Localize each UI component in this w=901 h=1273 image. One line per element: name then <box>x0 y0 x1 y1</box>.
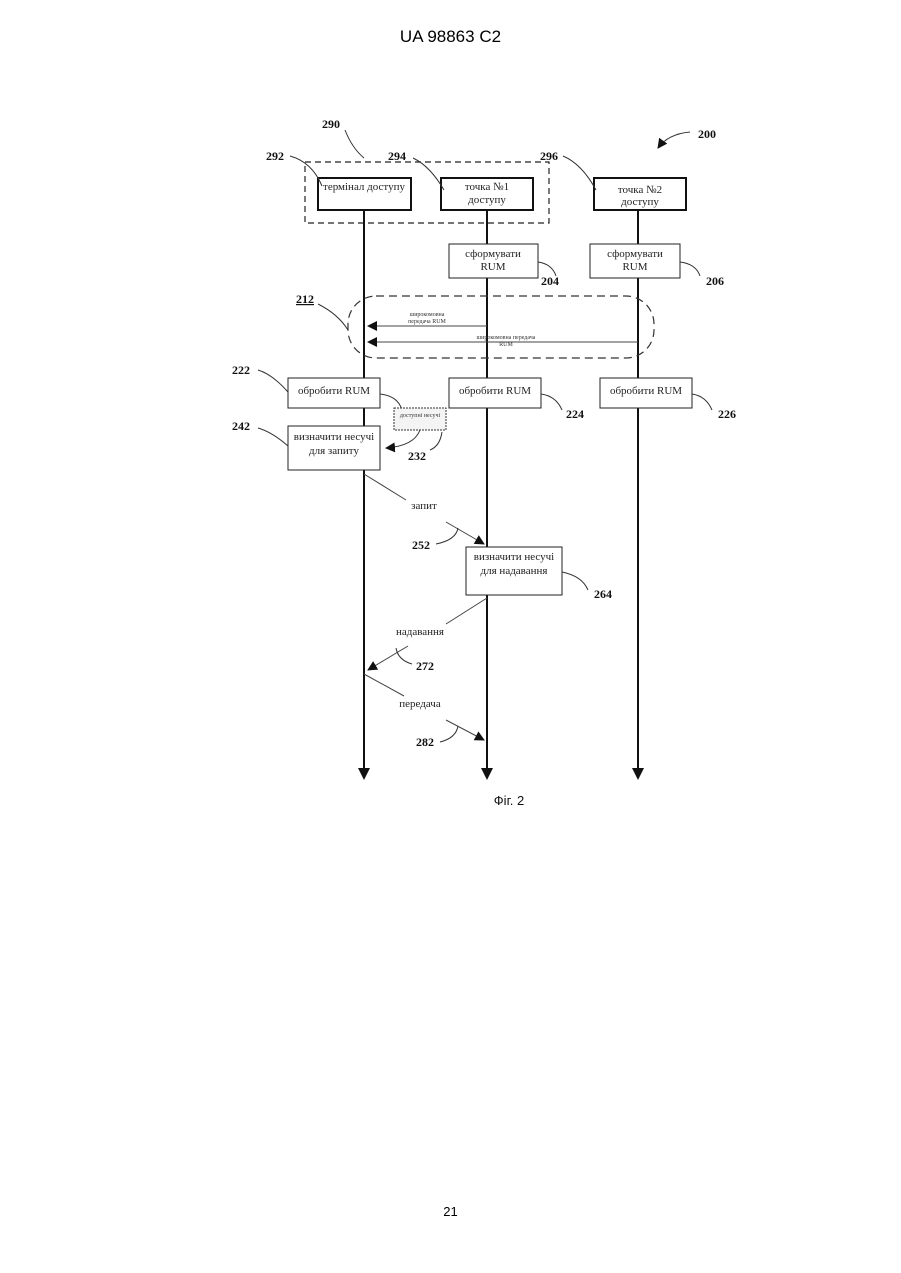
svg-text:точка №1: точка №1 <box>465 181 509 193</box>
grant-arrow <box>368 646 408 670</box>
figure-caption: Фіг. 2 <box>494 793 524 808</box>
ref-242-leader <box>258 428 288 446</box>
ref-252-leader <box>436 528 458 544</box>
process-rum-ap1: обробити RUM <box>449 378 541 408</box>
entity-terminal: термінал доступу <box>318 178 411 210</box>
ref-232-leader <box>430 432 442 450</box>
svg-text:RUM: RUM <box>480 261 505 273</box>
ref-222-leader <box>258 370 288 392</box>
determine-grant-box: визначити несучі для надавання <box>466 547 562 595</box>
form-rum-ap2: сформувати RUM <box>590 244 680 278</box>
svg-text:сформувати: сформувати <box>465 248 521 260</box>
ref-212: 212 <box>296 292 314 306</box>
ref-206: 206 <box>706 274 724 288</box>
form-rum-ap1: сформувати RUM <box>449 244 538 278</box>
ref-290: 290 <box>322 117 340 131</box>
broadcast-label-2a: широкомовна передача <box>477 335 536 341</box>
request-line-a <box>364 474 406 500</box>
broadcast-label-2b: RUM <box>499 342 513 348</box>
ref-272: 272 <box>416 659 434 673</box>
carriers-note-box <box>394 408 446 430</box>
lifeline-ap2-arrowhead <box>632 768 644 780</box>
request-arrow <box>446 522 484 544</box>
carriers-note-label: доступні несучі <box>400 413 441 419</box>
ref-212-leader <box>318 304 348 330</box>
svg-text:обробити RUM: обробити RUM <box>298 385 370 397</box>
svg-text:сформувати: сформувати <box>607 248 663 260</box>
ref-282: 282 <box>416 735 434 749</box>
ref-232: 232 <box>408 449 426 463</box>
ref-226: 226 <box>718 407 736 421</box>
svg-text:для надавання: для надавання <box>481 565 548 577</box>
ref-282-leader <box>440 726 458 742</box>
ref-296-leader <box>563 156 596 190</box>
svg-text:точка №2: точка №2 <box>618 184 662 196</box>
carriers-note-out <box>386 430 420 448</box>
process-rum-terminal: обробити RUM <box>288 378 380 408</box>
ref-290-leader <box>345 130 364 158</box>
svg-text:визначити несучі: визначити несучі <box>294 431 375 443</box>
broadcast-label-1a: широкомовна <box>410 312 445 318</box>
ref-224-leader <box>541 394 562 410</box>
svg-text:термінал доступу: термінал доступу <box>323 181 405 193</box>
ref-294: 294 <box>388 149 406 163</box>
transmission-line-a <box>364 674 404 696</box>
grant-line-a <box>446 598 487 624</box>
svg-text:доступу: доступу <box>468 194 506 206</box>
svg-text:RUM: RUM <box>622 261 647 273</box>
entity-ap1: точка №1 доступу <box>441 178 533 210</box>
ref-204: 204 <box>541 274 559 288</box>
broadcast-label-1b: передача RUM <box>408 319 446 325</box>
lifeline-ap1-arrowhead <box>481 768 493 780</box>
process-rum-ap2: обробити RUM <box>600 378 692 408</box>
ref-272-leader <box>396 648 412 664</box>
lifeline-terminal-arrowhead <box>358 768 370 780</box>
request-label: запит <box>411 500 437 512</box>
transmission-label: передача <box>399 698 441 710</box>
ref-206-leader <box>680 262 700 276</box>
broadcast-region <box>348 296 654 358</box>
ref-224: 224 <box>566 407 584 421</box>
ref-226-leader <box>692 394 712 410</box>
ref-264: 264 <box>594 587 612 601</box>
entity-ap2: точка №2 доступу <box>594 178 686 210</box>
ref-292: 292 <box>266 149 284 163</box>
ref-264-leader <box>562 572 588 590</box>
ref-200: 200 <box>698 127 716 141</box>
ref-222: 222 <box>232 363 250 377</box>
svg-text:доступу: доступу <box>621 196 659 208</box>
svg-text:для запиту: для запиту <box>309 445 359 457</box>
determine-request-box: визначити несучі для запиту <box>288 426 380 470</box>
ref-242: 242 <box>232 419 250 433</box>
svg-text:обробити RUM: обробити RUM <box>459 385 531 397</box>
svg-text:обробити RUM: обробити RUM <box>610 385 682 397</box>
ref-252: 252 <box>412 538 430 552</box>
ref-296: 296 <box>540 149 558 163</box>
ref-200-arrow <box>658 132 690 148</box>
svg-text:визначити несучі: визначити несучі <box>474 551 555 563</box>
page-number: 21 <box>0 1204 901 1219</box>
ref-294-leader <box>413 158 444 190</box>
grant-label: надавання <box>396 626 444 638</box>
